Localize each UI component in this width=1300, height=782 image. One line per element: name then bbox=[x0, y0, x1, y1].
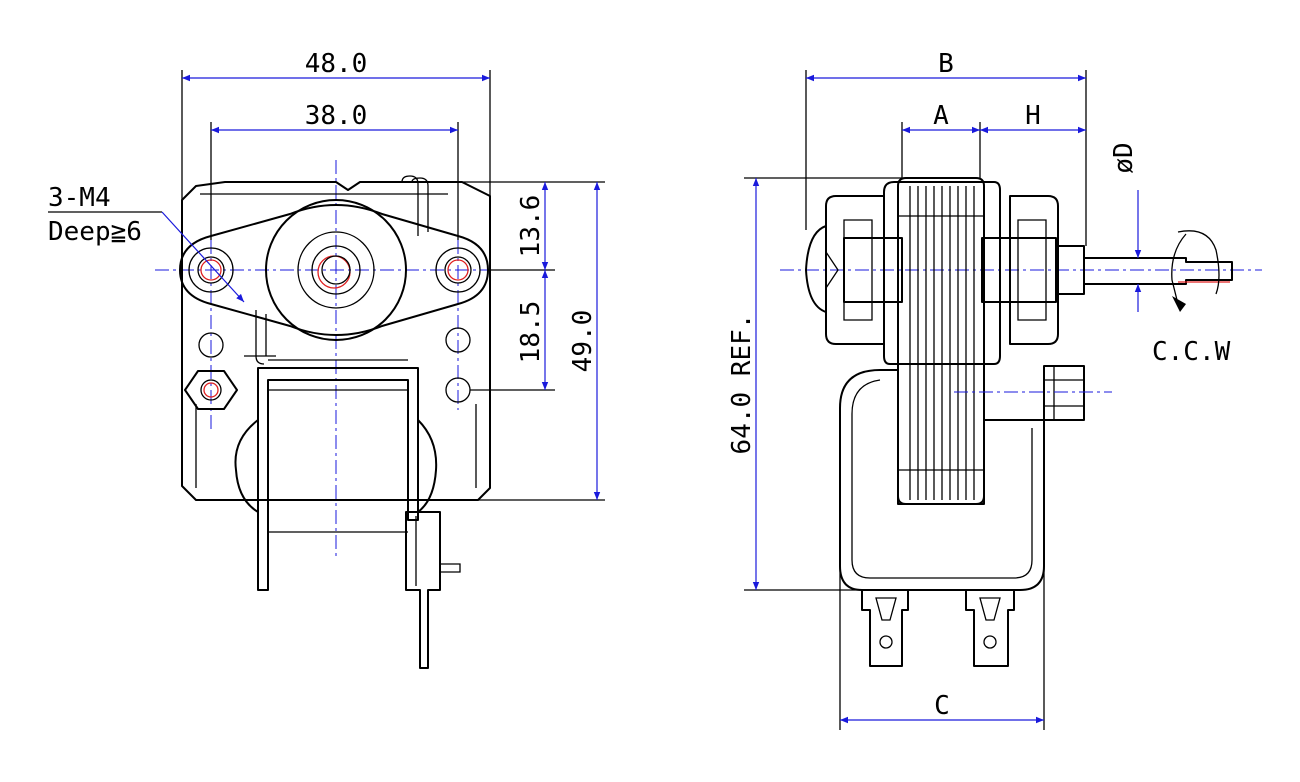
mount-hole-right bbox=[444, 256, 472, 284]
dim-base-width: C bbox=[934, 691, 950, 721]
shaft-end bbox=[321, 255, 351, 285]
dim-shaft-diameter: øD bbox=[1109, 142, 1139, 173]
front-view: 48.0 38.0 13.6 18.5 49.0 3-M4 Deep≧6 bbox=[48, 49, 605, 669]
cable-gland-lines bbox=[1044, 366, 1084, 420]
mount-hole-left-outer bbox=[188, 247, 234, 293]
terminal-tab bbox=[405, 511, 441, 669]
top-wire-coil bbox=[401, 175, 429, 236]
plate-hole-right-mid bbox=[445, 327, 471, 353]
terminal-left-inner bbox=[875, 597, 897, 621]
mount-hole-right-outer bbox=[435, 247, 481, 293]
terminal-left-hole bbox=[879, 635, 893, 649]
stator-laminations bbox=[898, 186, 984, 500]
terminal-right-inner bbox=[979, 597, 1001, 621]
mount-hole-right-thread bbox=[447, 259, 469, 281]
bearing-tip bbox=[825, 251, 839, 289]
bearing-housing bbox=[265, 199, 407, 341]
dim-top-to-center: 13.6 bbox=[516, 195, 546, 258]
cable-gland bbox=[1043, 365, 1085, 421]
coil-winding-right bbox=[417, 419, 438, 513]
coil-winding-left bbox=[234, 419, 259, 513]
bottom-wire-coil bbox=[244, 310, 276, 365]
bearing-ring-inner bbox=[311, 245, 361, 295]
hex-nut-bore bbox=[200, 379, 222, 401]
shaft-boss bbox=[1055, 245, 1085, 295]
dim-center-to-hole: 18.5 bbox=[516, 301, 546, 364]
shaft bbox=[1083, 257, 1233, 285]
rotation-arc bbox=[1177, 230, 1220, 295]
left-clamp bbox=[843, 237, 903, 303]
right-end-cap bbox=[1009, 195, 1059, 345]
dim-shaft-offset: H bbox=[1025, 101, 1041, 131]
dim-overall-height: 49.0 bbox=[568, 310, 598, 373]
stator-stack bbox=[897, 177, 985, 505]
bearing-ring-outer bbox=[297, 231, 375, 309]
dim-overall-width: 48.0 bbox=[305, 49, 368, 79]
side-view: C.C.W B A H øD bbox=[727, 49, 1262, 730]
mount-hole-left bbox=[197, 256, 225, 284]
rotation-arrowhead bbox=[1172, 296, 1186, 312]
coil-housing-inner bbox=[851, 379, 1033, 579]
coil-bracket bbox=[257, 367, 419, 591]
leader-thread-note bbox=[161, 211, 245, 303]
hex-nut-thread bbox=[203, 382, 219, 398]
dim-total-length: B bbox=[938, 49, 954, 79]
terminal-left bbox=[861, 589, 909, 667]
terminal-right-hole bbox=[983, 635, 997, 649]
terminal-clip bbox=[415, 516, 461, 586]
hex-nut bbox=[184, 370, 238, 410]
stack-flange bbox=[883, 181, 1001, 365]
rotation-arrow bbox=[1171, 233, 1187, 305]
coil-frame-line bbox=[268, 389, 408, 533]
thread-note: 3-M4 bbox=[48, 183, 111, 213]
terminal-right bbox=[965, 589, 1015, 667]
mounting-plate-inner bbox=[195, 193, 477, 488]
plate-hole-left-mid bbox=[198, 332, 224, 358]
dim-stack: A bbox=[933, 101, 949, 131]
dim-hole-spacing: 38.0 bbox=[305, 101, 368, 131]
dim-height: 64.0 REF. bbox=[727, 314, 757, 455]
right-end-cap-inner bbox=[1017, 219, 1047, 321]
depth-note: Deep≧6 bbox=[48, 217, 142, 247]
mount-hole-left-thread bbox=[200, 259, 222, 281]
rotation-label: C.C.W bbox=[1152, 337, 1231, 367]
bearing-cap bbox=[805, 225, 827, 313]
left-end-cap bbox=[825, 195, 885, 345]
